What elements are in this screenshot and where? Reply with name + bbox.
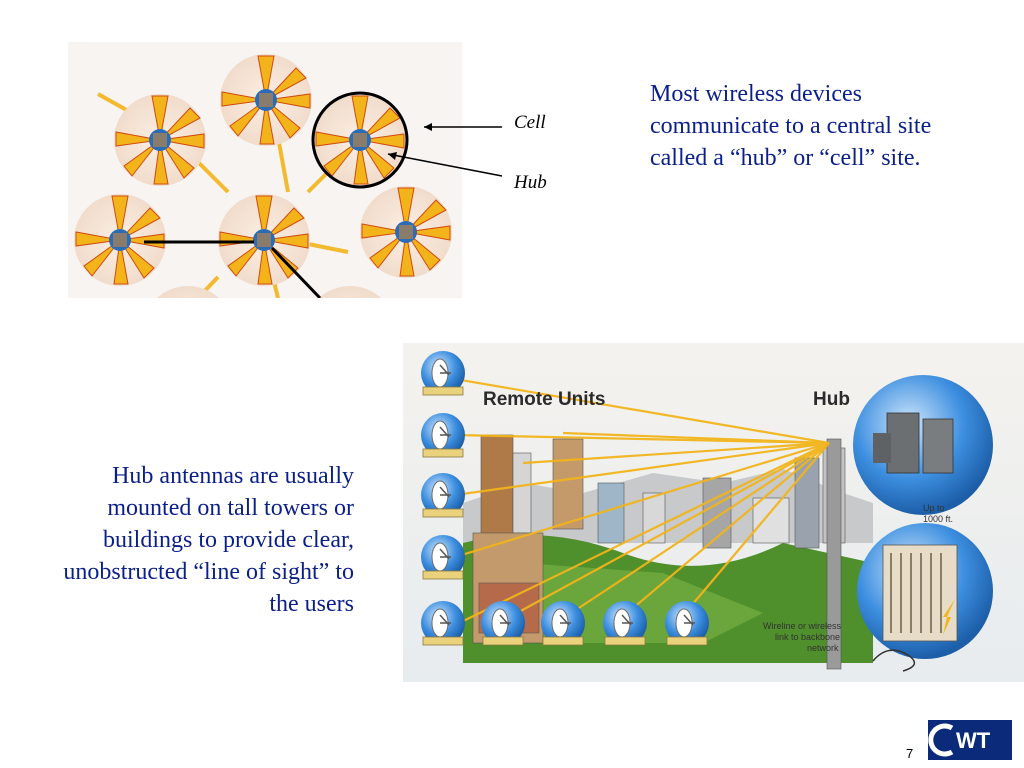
callout-arrows (387, 123, 503, 177)
cell-1 (114, 94, 206, 186)
cell-partial-bottom (157, 286, 219, 298)
link-note-line1: Wireline or wireless (763, 621, 842, 631)
cell-3-highlighted (311, 91, 409, 189)
paragraph-bottom: Hub antennas are usually mounted on tall… (63, 463, 354, 617)
height-note-line1: Up to (923, 503, 945, 513)
callout-cell-label: Cell (514, 112, 546, 133)
cellular-network-diagram (68, 42, 462, 298)
page-number: 7 (906, 746, 914, 761)
hub-remote-units-illustration: Remote Units Hub Up to 1000 ft. Wireline… (403, 343, 1024, 682)
hub-tower (826, 438, 842, 670)
link-note-line3: network (807, 643, 839, 653)
cwt-logo: WT (928, 720, 1012, 760)
height-note-line2: 1000 ft. (923, 514, 953, 524)
line-of-sight-beams (454, 377, 830, 626)
backhaul-line (270, 246, 322, 298)
buildings (472, 434, 846, 644)
hub-equipment-bubble (857, 523, 993, 672)
svg-text:WT: WT (956, 728, 991, 753)
cell-4 (74, 194, 166, 286)
paragraph-top: Most wireless devices communicate to a c… (650, 81, 932, 171)
hub-label: Hub (813, 389, 850, 410)
link-note-line2: link to backbone (775, 632, 840, 642)
cell-2 (220, 54, 312, 146)
callout-hub-label: Hub (514, 172, 547, 193)
cell-6 (360, 186, 452, 278)
hub-antenna-bubble (853, 375, 993, 515)
remote-units-label: Remote Units (483, 389, 605, 410)
cell-partial-bottom-right (319, 286, 381, 298)
